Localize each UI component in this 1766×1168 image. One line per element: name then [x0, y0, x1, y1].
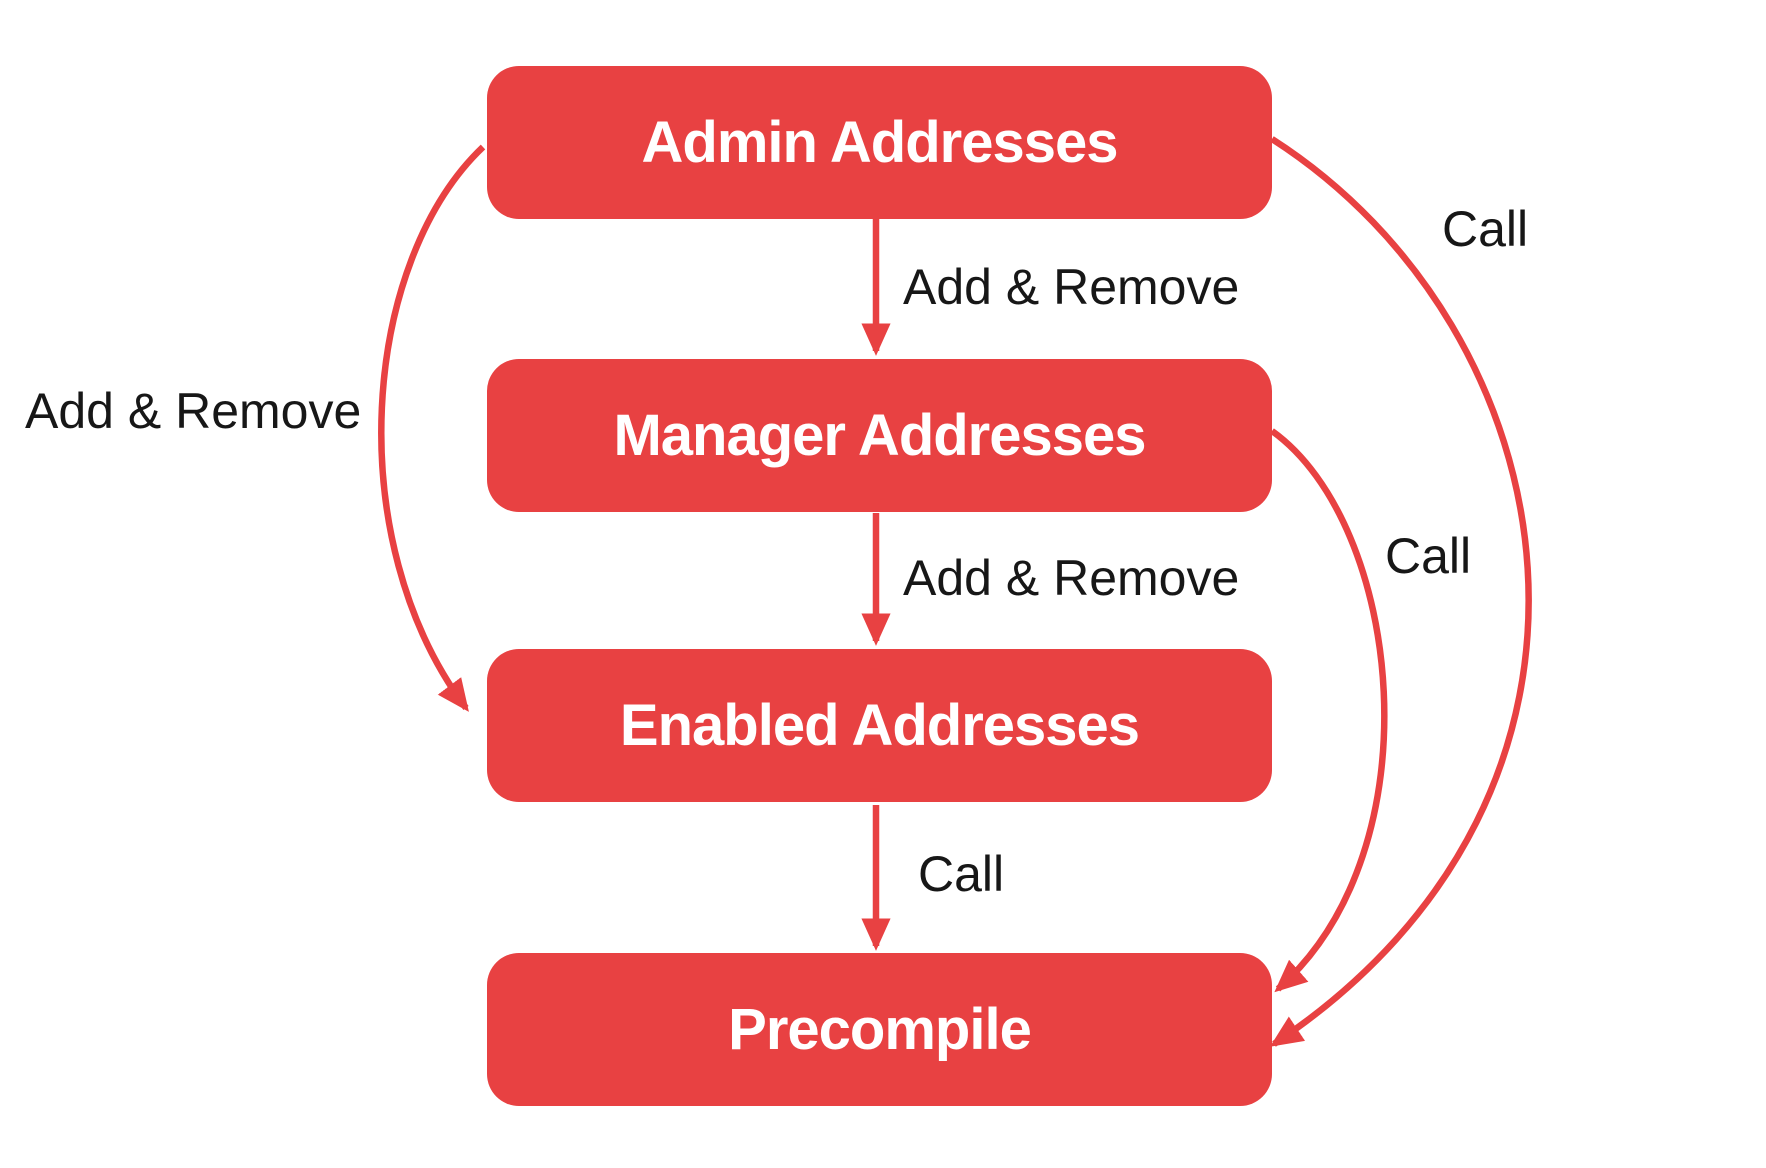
- edge-manager-to-precompile-curve: [1270, 428, 1388, 993]
- node-enabled-addresses-label: Enabled Addresses: [619, 693, 1140, 758]
- node-precompile-label: Precompile: [728, 997, 1032, 1062]
- node-manager-addresses: Manager Addresses: [487, 359, 1272, 512]
- edge-label-admin-to-manager: Add & Remove: [903, 259, 1240, 315]
- node-enabled-addresses: Enabled Addresses: [487, 649, 1272, 802]
- edge-label-enabled-to-precompile: Call: [918, 846, 1005, 902]
- edge-label-admin-to-enabled: Add & Remove: [25, 383, 362, 439]
- node-admin-addresses-label: Admin Addresses: [641, 110, 1119, 175]
- node-manager-addresses-label: Manager Addresses: [613, 403, 1146, 468]
- edge-label-manager-to-precompile: Call: [1385, 528, 1472, 584]
- node-precompile: Precompile: [487, 953, 1272, 1106]
- edge-label-manager-to-enabled: Add & Remove: [903, 550, 1240, 606]
- node-admin-addresses: Admin Addresses: [487, 66, 1272, 219]
- edge-admin-to-precompile-curve: [1269, 136, 1532, 1047]
- edge-label-admin-to-precompile: Call: [1442, 201, 1529, 257]
- edge-admin-to-enabled-curve: [378, 144, 486, 712]
